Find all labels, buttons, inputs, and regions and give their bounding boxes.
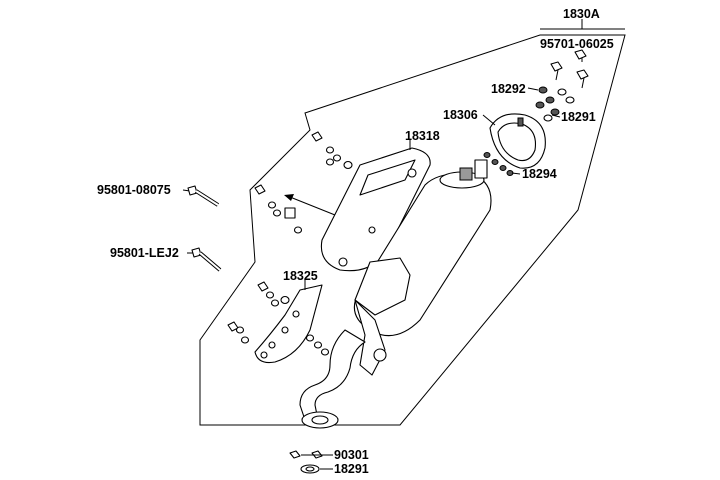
screw-95701-06025-icon [550, 49, 589, 89]
callout-18306: 18306 [443, 108, 478, 122]
callout-95801-LEJ2: 95801-LEJ2 [110, 246, 179, 260]
muffler-body-icon [353, 159, 492, 376]
bolts-and-spacers-icon [227, 131, 353, 356]
bolt-95801-08075-icon [182, 185, 220, 207]
callout-18318: 18318 [405, 129, 440, 143]
callout-18294: 18294 [522, 167, 557, 181]
callout-95701-06025: 95701-06025 [540, 37, 614, 51]
end-cap-18306-icon [482, 113, 546, 169]
callout-18292: 18292 [491, 82, 526, 96]
callout-95801-08075: 95801-08075 [97, 183, 171, 197]
nut-90301-icon [289, 450, 333, 459]
exhaust-pipe-icon [299, 329, 366, 429]
assembly-outline [199, 34, 626, 426]
gasket-18294-icon [483, 152, 521, 176]
assembly-bracket [540, 19, 625, 30]
washer-18292-icon [527, 86, 575, 122]
assembly-direction-arrow [284, 194, 336, 216]
callout-90301: 90301 [334, 448, 369, 462]
callout-18291-bottom: 18291 [334, 462, 369, 476]
gasket-18291-icon [300, 464, 333, 474]
callout-18325: 18325 [283, 269, 318, 283]
lower-shield-18325-icon [254, 280, 323, 364]
callout-18291-top: 18291 [561, 110, 596, 124]
bolt-95801-lej2-icon [187, 247, 222, 272]
callout-1830A: 1830A [563, 7, 600, 21]
